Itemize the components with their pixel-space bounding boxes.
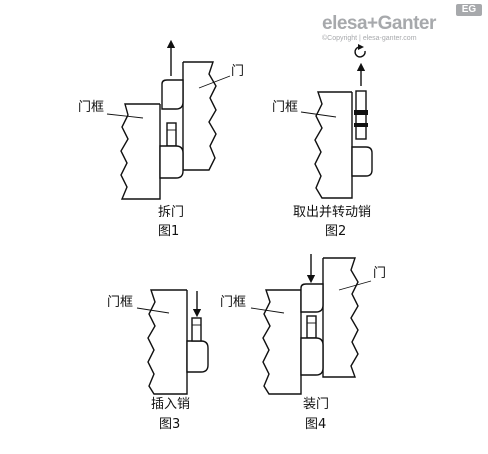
figure-1-drawing [106,39,231,200]
figure-4-drawing [250,254,372,395]
fig4-door-label: 门 [373,266,387,281]
fig4-lower-hinge [300,337,324,376]
fig3-lower-hinge [186,340,209,373]
fig2-lower-hinge [351,146,373,177]
fig1-door-leader [198,75,231,89]
brand-badge: EG [456,4,482,16]
brand-logo: elesa+Ganter [322,13,436,34]
fig1-lower-hinge [159,145,184,179]
figure-2-drawing [300,44,373,199]
fig4-door-frame [262,289,302,395]
fig4-caption: 图4 [305,417,327,432]
fig2-action: 取出并转动销 [293,205,372,220]
fig3-caption: 图3 [159,417,181,432]
fig4-frame-label: 门框 [220,295,247,310]
fig4-pin [306,315,317,339]
fig1-frame-label: 门框 [78,100,105,115]
copyright-text: ©Copyright | elesa-ganter.com [322,35,417,42]
fig4-frame-leader [250,307,285,314]
fig3-frame-label: 门框 [107,295,134,310]
fig2-door-frame [314,91,353,199]
fig2-frame-leader [300,111,337,118]
fig3-pin [191,317,202,342]
fig2-caption: 图2 [325,224,347,239]
figure-3-drawing [136,289,209,395]
fig3-action: 插入销 [151,397,191,412]
fig1-upper-hinge [161,79,184,110]
fig1-frame-leader [106,113,144,119]
fig1-door-frame [120,103,161,200]
fig1-action: 拆门 [158,205,185,220]
fig1-caption: 图1 [158,224,180,239]
fig4-door-leader [338,280,372,291]
fig4-door [322,257,359,378]
fig3-frame-leader [136,307,170,314]
fig1-door [182,61,217,171]
fig4-action: 装门 [303,397,330,412]
fig3-door-frame [147,289,188,395]
fig1-pin [166,122,177,147]
fig1-door-label: 门 [231,64,245,79]
fig4-upper-hinge [300,283,324,313]
fig2-frame-label: 门框 [272,100,299,115]
